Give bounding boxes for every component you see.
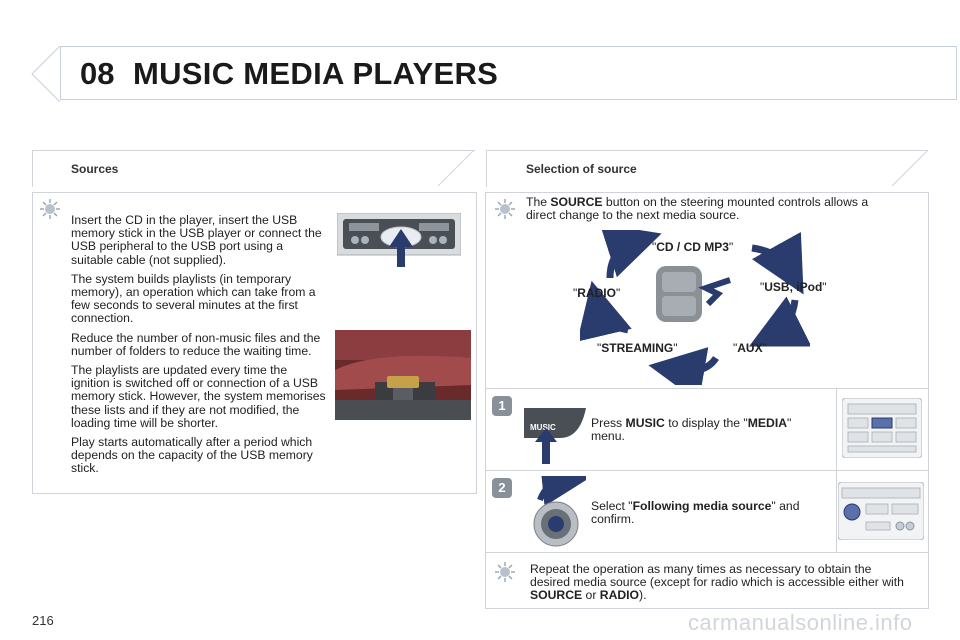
cycle-arrow-radio-to-cd: [599, 230, 662, 279]
page-title: MUSIC MEDIA PLAYERS: [133, 56, 499, 91]
page-number: 216: [32, 613, 54, 628]
divider: [485, 388, 928, 389]
header-frame: [60, 46, 957, 100]
info-bulb-icon: [40, 199, 60, 219]
sources-paragraph: The system builds playlists (in temporar…: [71, 271, 316, 326]
sources-heading-frame: [32, 150, 475, 187]
sources-paragraph: Reduce the number of non-music files and…: [71, 330, 321, 358]
divider: [485, 552, 928, 553]
intro-source-bold: SOURCE: [550, 195, 603, 209]
cycle-label-aux: "AUX": [733, 341, 767, 355]
selection-intro: The SOURCE button on the steering mounte…: [526, 195, 891, 223]
info-bulb-icon: [495, 199, 515, 219]
selection-heading-frame: [486, 150, 927, 187]
cycle-label-usb: "USB, iPod": [760, 280, 827, 294]
cycle-label-cd: "CD / CD MP3": [652, 240, 734, 254]
rotary-dial-illustration: [533, 476, 586, 547]
radio-panel-dial-illustration: [838, 482, 924, 540]
sources-paragraph: The playlists are updated every time the…: [71, 363, 326, 430]
armrest-usb-photo: [335, 330, 471, 420]
step-1-text: Press MUSIC to display the "MEDIA" menu.: [591, 416, 792, 444]
step-1-badge: 1: [492, 396, 512, 416]
selection-heading-slash: [891, 150, 929, 187]
source-cycle-diagram: [580, 230, 810, 385]
repeat-text: Repeat the operation as many times as ne…: [530, 562, 904, 603]
cycle-arrow-usb-to-aux: [748, 296, 810, 347]
intro-post: button on the steering mounted controls …: [526, 195, 869, 223]
svg-text:MUSIC: MUSIC: [530, 423, 556, 432]
cycle-arrow-cd-to-usb: [751, 231, 804, 295]
cycle-label-streaming: "STREAMING": [597, 341, 678, 355]
cycle-arrow-aux-to-streaming: [648, 347, 719, 385]
cycle-label-radio: "RADIO": [573, 286, 621, 300]
watermark: carmanualsonline.info: [688, 610, 913, 635]
music-button-illustration: MUSIC: [524, 408, 586, 464]
intro-pre: The: [526, 195, 551, 209]
header-corner-decoration: [31, 46, 61, 102]
sources-text: Insert the CD in the player, insert the …: [71, 213, 327, 482]
selection-heading: Selection of source: [526, 162, 637, 176]
info-bulb-icon: [495, 562, 515, 582]
step-2-badge: 2: [492, 478, 512, 498]
radio-panel-illustration: [842, 398, 922, 458]
sources-heading-slash: [437, 150, 475, 187]
divider: [836, 388, 837, 552]
cycle-arrow-streaming-to-radio: [580, 280, 632, 342]
chapter-number: 08: [80, 56, 115, 91]
sources-paragraph: Insert the CD in the player, insert the …: [71, 213, 322, 267]
step-2-text: Select "Following media source" and conf…: [591, 499, 800, 527]
divider: [485, 470, 928, 471]
sources-paragraph: Play starts automatically after a period…: [71, 435, 313, 476]
cd-player-illustration: [337, 213, 461, 267]
sources-heading: Sources: [71, 162, 119, 176]
